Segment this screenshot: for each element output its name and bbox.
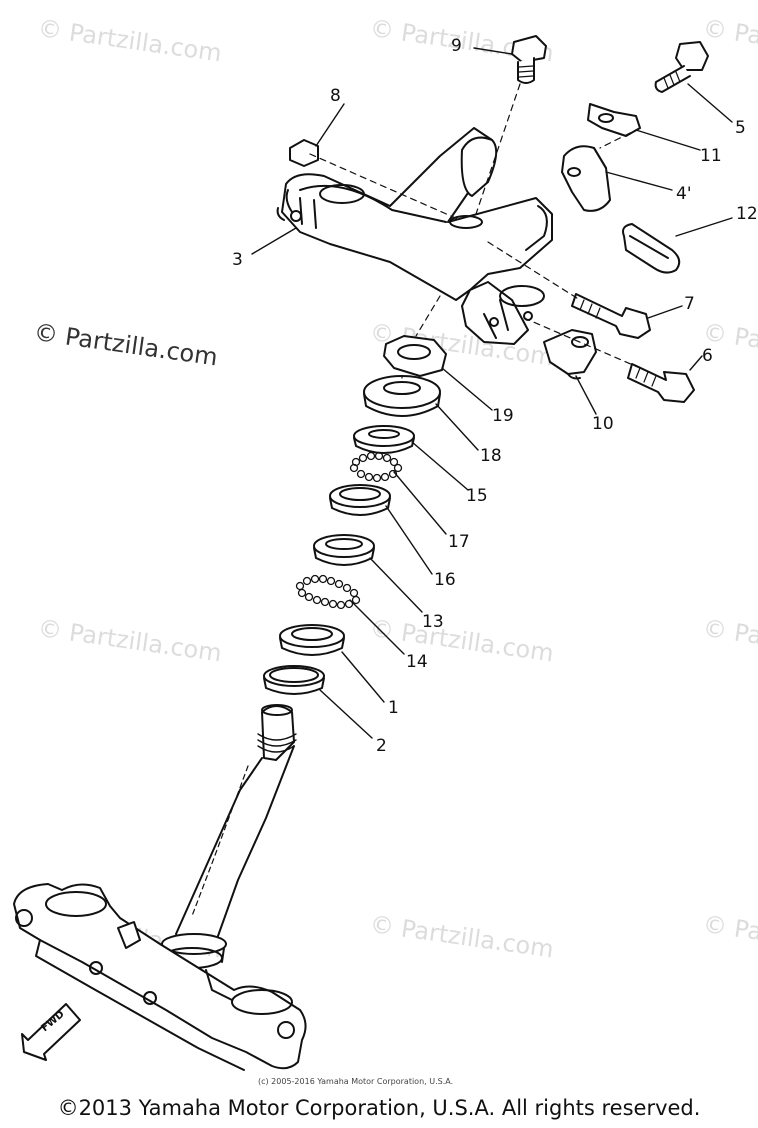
part-2-seal xyxy=(263,665,325,695)
callout-4: 4' xyxy=(676,184,692,204)
part-12-cap xyxy=(622,223,681,274)
part-1-race xyxy=(279,624,345,656)
part-16-race xyxy=(329,484,391,516)
part-19-nut xyxy=(383,335,447,377)
callout-13: 13 xyxy=(422,612,444,632)
steering-stem-lower-bracket xyxy=(13,704,307,1071)
part-18-washer xyxy=(363,375,441,417)
part-10-holder xyxy=(543,329,597,380)
callout-1: 1 xyxy=(388,698,399,718)
leader-lines xyxy=(251,47,733,739)
part-5-bolt xyxy=(654,41,709,93)
callout-6: 6 xyxy=(702,346,713,366)
part-8-nut xyxy=(289,139,319,167)
callout-11: 11 xyxy=(700,146,722,166)
callout-9: 9 xyxy=(451,36,462,56)
part-17-balls xyxy=(349,451,403,483)
part-9-bolt xyxy=(511,35,547,84)
inner-copyright: (c) 2005-2016 Yamaha Motor Corporation, … xyxy=(258,1077,454,1086)
part-13-race xyxy=(313,534,375,566)
callout-12: 12 xyxy=(736,204,758,224)
callout-8: 8 xyxy=(330,86,341,106)
part-7-bolt xyxy=(571,293,651,339)
part-6-bolt xyxy=(627,363,695,403)
callout-10: 10 xyxy=(592,414,614,434)
callout-2: 2 xyxy=(376,736,387,756)
part-4-holder xyxy=(561,145,611,212)
callout-5: 5 xyxy=(735,118,746,138)
part-14-balls xyxy=(295,574,361,610)
callout-18: 18 xyxy=(480,446,502,466)
fwd-arrow-icon xyxy=(21,1003,81,1061)
callout-16: 16 xyxy=(434,570,456,590)
callout-7: 7 xyxy=(684,294,695,314)
part-15-cover xyxy=(353,425,415,454)
alignment-lines xyxy=(309,83,641,379)
callout-19: 19 xyxy=(492,406,514,426)
callout-14: 14 xyxy=(406,652,428,672)
callout-3: 3 xyxy=(232,250,243,270)
callout-15: 15 xyxy=(466,486,488,506)
part-3-upper-bracket xyxy=(276,127,553,345)
callout-17: 17 xyxy=(448,532,470,552)
part-11-plate xyxy=(587,103,641,137)
footer-copyright: ©2013 Yamaha Motor Corporation, U.S.A. A… xyxy=(57,1096,701,1120)
